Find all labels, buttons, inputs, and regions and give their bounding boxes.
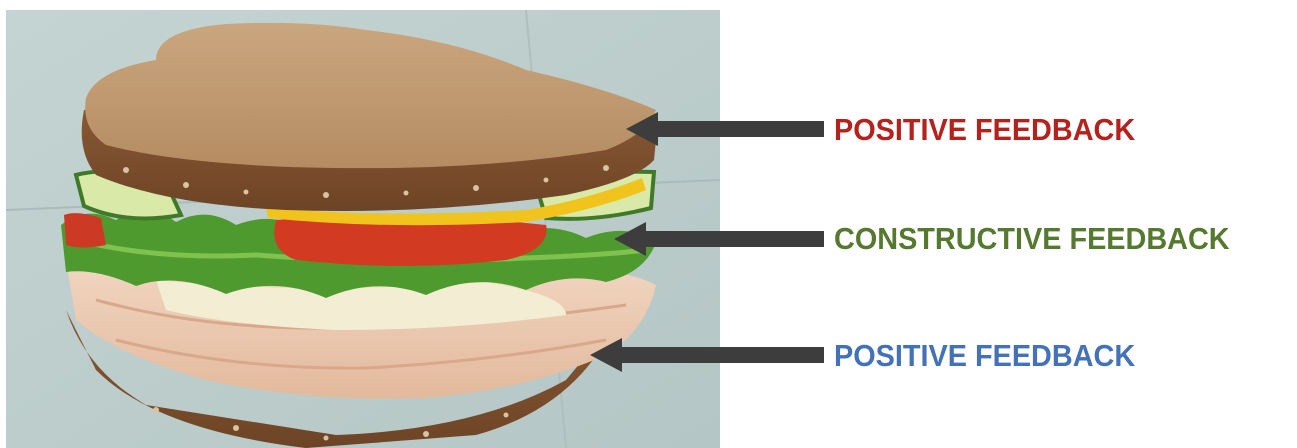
arrow-shaft (618, 347, 824, 363)
arrow-head (614, 222, 646, 256)
label-top-positive-feedback: POSITIVE FEEDBACK (834, 112, 1136, 147)
arrow-shaft (654, 121, 824, 137)
arrow-head (590, 338, 622, 372)
arrow-to-filling (614, 222, 824, 256)
arrow-shaft (642, 231, 824, 247)
arrow-head (626, 112, 658, 146)
top-bread-slice (85, 22, 656, 169)
tomato-slice (274, 216, 547, 266)
arrow-to-bottom-bread (590, 338, 824, 372)
sandwich-photo (6, 10, 720, 448)
mustard (266, 178, 646, 226)
arrow-to-top-bread (626, 112, 824, 146)
label-constructive-feedback: CONSTRUCTIVE FEEDBACK (834, 221, 1230, 256)
cheese-slice (156, 280, 566, 330)
label-bottom-positive-feedback: POSITIVE FEEDBACK (834, 338, 1136, 373)
